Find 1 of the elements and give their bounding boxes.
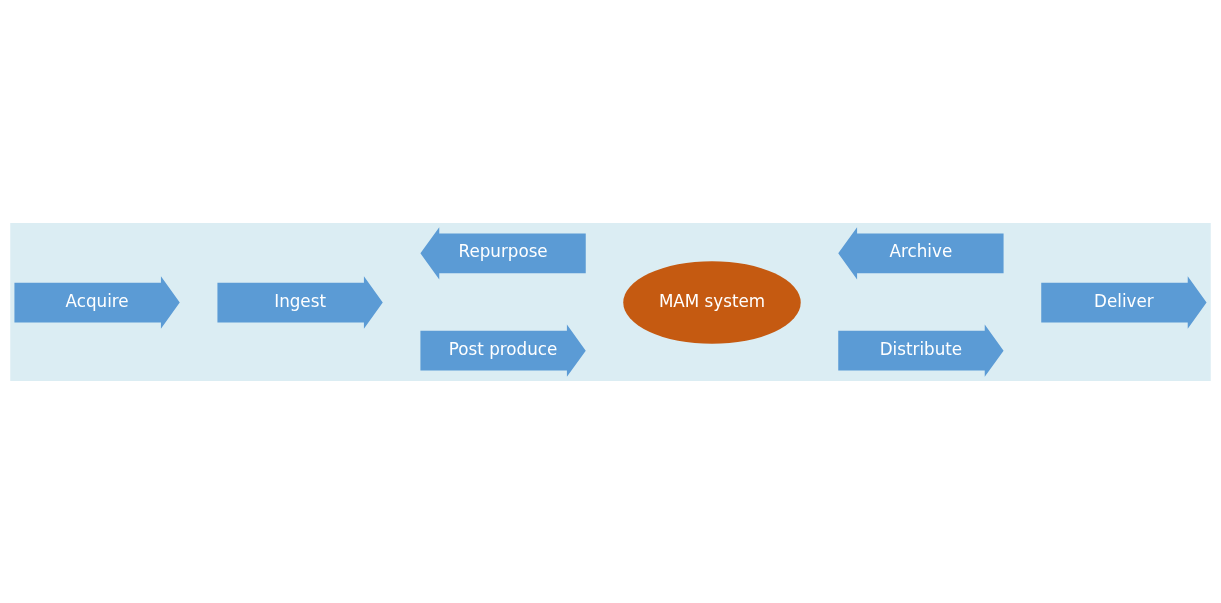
node-ellipse: MAM system xyxy=(623,260,801,344)
